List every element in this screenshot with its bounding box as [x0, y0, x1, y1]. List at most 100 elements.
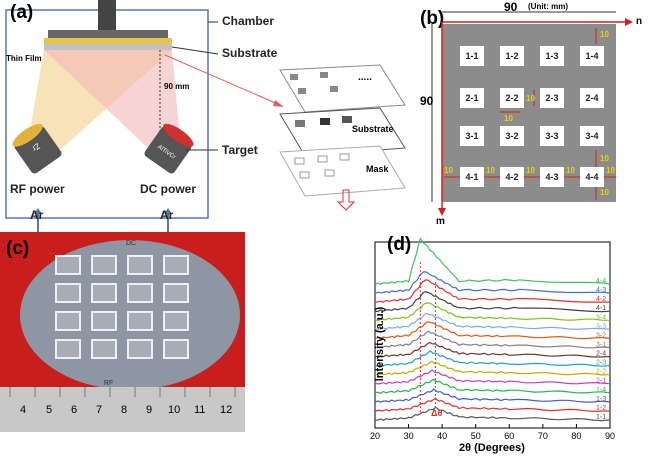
cell-4-1: 4-1 [460, 167, 484, 187]
panel-b: (b) 90 (Unit: mm) 90 n m 1-1 1-2 1-3 1-4… [420, 0, 650, 232]
panel-d-letter: (d) [387, 234, 412, 255]
cell-2-3: 2-3 [540, 88, 564, 108]
series-line-3-1 [374, 330, 611, 349]
series-line-4-1 [374, 291, 611, 313]
substrate-holder-shaft [98, 0, 116, 30]
series-line-4-3 [374, 271, 611, 295]
rf-target-gun: Zr [12, 123, 62, 174]
series-line-4-4 [374, 237, 611, 285]
series-label-3-1: 3-1 [596, 341, 606, 348]
cell-1-4: 1-4 [580, 46, 604, 66]
x-tick-label: 50 [471, 431, 481, 441]
cell-2-4: 2-4 [580, 88, 604, 108]
cell-1-3: 1-3 [540, 46, 564, 66]
substrate-text: Substrate [352, 124, 394, 134]
grid-annotations [431, 11, 633, 216]
red-connector [164, 54, 284, 107]
wafer-mark-dc: DC [126, 240, 137, 247]
series-line-3-4 [374, 302, 611, 322]
panel-mask-stack: ..... Substrate Mask [270, 50, 420, 220]
dc-target-gun: AlTiVCr [144, 123, 194, 174]
x-tick-label: 60 [504, 431, 514, 441]
cell-3-1: 3-1 [460, 126, 484, 146]
series-line-1-3 [374, 388, 611, 404]
gap-label: 10 [606, 166, 615, 175]
series-line-3-3 [374, 312, 611, 331]
series-line-2-2 [374, 360, 611, 376]
gap-label: 10 [444, 166, 453, 175]
substrate-pointer [171, 46, 219, 55]
series-line-2-4 [374, 342, 611, 358]
gap-label: 10 [600, 30, 609, 39]
panel-c: DC RF 4 5 6 7 8 9 10 11 12 (c) [0, 232, 245, 432]
series-label-4-3: 4-3 [596, 287, 606, 294]
x-tick-label: 70 [538, 431, 548, 441]
wafer-square-grid [55, 255, 189, 359]
x-tick-label: 40 [437, 431, 447, 441]
gap-label: 10 [600, 154, 609, 163]
cell-2-1: 2-1 [460, 88, 484, 108]
series-label-1-4: 1-4 [596, 387, 606, 394]
distance-label: 90 mm [164, 82, 190, 91]
series-line-4-2 [374, 279, 610, 304]
substrate-holder [48, 30, 168, 40]
gap-label: 10 [600, 188, 609, 197]
wafer-mark-rf: RF [104, 380, 114, 387]
series-label-3-3: 3-3 [596, 323, 606, 330]
cell-3-4: 3-4 [580, 126, 604, 146]
panel-c-letter: (c) [6, 238, 30, 259]
mask-stack-diagram [279, 64, 406, 211]
target-label: Target [222, 143, 258, 157]
wafer-squares [50, 252, 210, 372]
series-line-1-4 [374, 378, 611, 394]
dc-power-label: DC power [140, 182, 197, 196]
rf-target-label: Zr [30, 141, 42, 153]
panel-b-letter: (b) [420, 8, 445, 29]
unit-label: (Unit: mm) [528, 2, 568, 11]
axis-m-label: m [436, 216, 445, 227]
x-tick-label: 30 [404, 431, 414, 441]
top-dots: ..... [358, 72, 372, 83]
up-arrow-icon [336, 189, 356, 211]
series-label-3-4: 3-4 [596, 314, 606, 321]
gap-label: 10 [526, 166, 535, 175]
ar-right-label: Ar [160, 208, 174, 222]
dc-plume [44, 50, 180, 150]
series-line-2-1 [374, 369, 611, 385]
x-tick-label: 80 [571, 431, 581, 441]
ruler-num: 7 [96, 404, 103, 416]
delta-theta-label: Δθ [431, 408, 443, 418]
thin-film-layer [44, 38, 172, 44]
mask-layer [44, 44, 172, 50]
cell-3-2: 3-2 [500, 126, 524, 146]
mask-layer-sheet [279, 145, 406, 197]
series-label-4-4: 4-4 [596, 278, 606, 285]
cell-1-1: 1-1 [460, 46, 484, 66]
series-line-1-1 [374, 406, 611, 422]
cell-4-4: 4-4 [580, 167, 604, 187]
substrate-layer [279, 107, 406, 157]
series-label-2-2: 2-2 [596, 369, 606, 376]
axis-n-label: n [636, 16, 643, 27]
ruler-num: 4 [20, 404, 27, 416]
ar-left-label: Ar [30, 208, 44, 222]
series-label-4-1: 4-1 [596, 305, 606, 312]
ruler-ticks [9, 387, 236, 397]
x-tick-label: 20 [370, 431, 380, 441]
cell-4-3: 4-3 [540, 167, 564, 187]
series-line-2-3 [374, 350, 611, 367]
series-label-1-2: 1-2 [596, 405, 606, 412]
series-label-1-3: 1-3 [596, 396, 606, 403]
series-label-2-4: 2-4 [596, 351, 606, 358]
gap-label: 10 [504, 114, 513, 123]
y-axis-label: Intensity (a.u.) [374, 306, 386, 382]
ruler-num: 6 [71, 404, 78, 416]
ruler-num: 9 [146, 404, 153, 416]
deposition-schematic: Zr AlTiVCr [5, 0, 219, 232]
chamber-label: Chamber [222, 14, 275, 28]
rf-power-label: RF power [10, 182, 65, 196]
gap-label: 10 [486, 166, 495, 175]
series-label-2-1: 2-1 [596, 378, 606, 385]
panel-a-letter: (a) [10, 2, 34, 23]
